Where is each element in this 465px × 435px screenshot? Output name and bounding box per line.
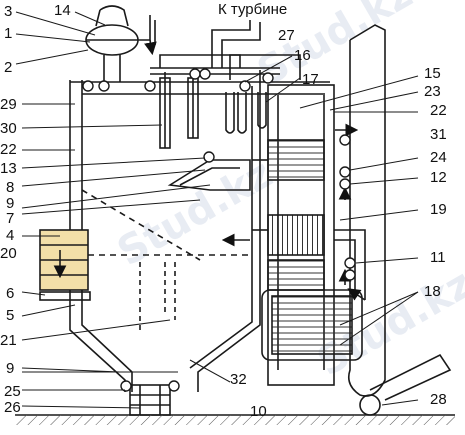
label-9: 9 [6,360,15,377]
furnace-nose [167,159,251,191]
label-9: 9 [6,195,15,212]
label-18: 18 [424,283,441,300]
label-23: 23 [424,83,441,100]
label-31: 31 [430,126,447,143]
label-3: 3 [4,3,13,20]
label-27: 27 [278,27,295,44]
label-15: 15 [424,65,441,82]
label-2: 2 [4,59,13,76]
label-21: 21 [0,332,17,349]
label-25: 25 [4,383,21,400]
label-1: 1 [4,25,13,42]
to-turbine-caption: К турбине [218,1,288,18]
label-11: 11 [430,249,446,266]
ground-hatch [15,415,455,425]
flue-duct [347,24,386,397]
label-29: 29 [0,96,17,113]
label-22: 22 [430,102,447,119]
label-28: 28 [430,391,447,408]
draft-fan [359,394,381,416]
label-20: 20 [0,245,17,262]
label-26: 26 [4,399,21,416]
label-24: 24 [430,149,447,166]
label-5: 5 [6,307,15,324]
label-19: 19 [430,201,447,218]
label-13: 13 [0,160,17,177]
label-4: 4 [6,227,15,244]
label-12: 12 [430,169,447,186]
label-8: 8 [6,179,15,196]
label-22: 22 [0,141,17,158]
label-7: 7 [6,210,15,227]
label-6: 6 [6,285,15,302]
label-32: 32 [230,371,247,388]
label-10: 10 [250,403,267,420]
label-14: 14 [54,2,71,19]
label-17: 17 [302,71,319,88]
label-16: 16 [294,47,311,64]
air-heater [261,289,363,361]
label-30: 30 [0,120,17,137]
